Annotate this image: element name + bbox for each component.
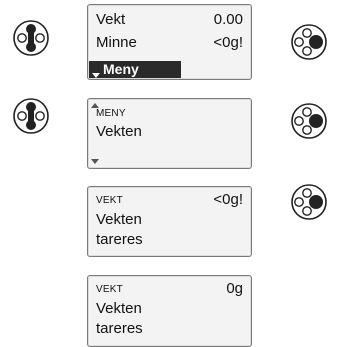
lcd-screen-tare-error: VEKT <0g! Vekten tareres	[87, 186, 252, 257]
knob-right-pressed-icon[interactable]	[290, 183, 328, 221]
menu-item-selected[interactable]: Meny	[89, 61, 181, 78]
lcd-screen-main: Vekt 0.00 Minne <0g! Meny	[87, 4, 252, 80]
lcd-screen-menu: MENY Vekten	[87, 98, 252, 169]
weight-zero-value: 0g	[226, 280, 243, 297]
tare-line2: tareres	[96, 231, 143, 248]
weight-header: VEKT	[96, 195, 123, 206]
weight-error-value: <0g!	[213, 191, 243, 208]
menu-header: MENY	[96, 108, 126, 119]
menu-label: Meny	[103, 61, 139, 77]
lcd-screen-tare-done: VEKT 0g Vekten tareres	[87, 275, 252, 347]
weight-label: Vekt	[96, 11, 126, 28]
memory-value: <0g!	[213, 34, 243, 51]
scroll-down-icon	[91, 159, 99, 164]
memory-label: Minne	[96, 34, 137, 51]
tare-line1: Vekten	[96, 211, 142, 228]
menu-line: Vekten	[96, 123, 142, 140]
weight-header: VEKT	[96, 284, 123, 295]
tare-line2: tareres	[96, 320, 143, 337]
knob-right-pressed-icon[interactable]	[290, 102, 328, 140]
knob-neutral-icon[interactable]	[12, 97, 50, 135]
weight-value: 0.00	[213, 11, 243, 28]
scroll-down-icon	[92, 73, 100, 78]
knob-right-pressed-icon[interactable]	[290, 23, 328, 61]
scroll-up-icon	[91, 103, 99, 108]
tare-line1: Vekten	[96, 300, 142, 317]
knob-neutral-icon[interactable]	[12, 19, 50, 57]
